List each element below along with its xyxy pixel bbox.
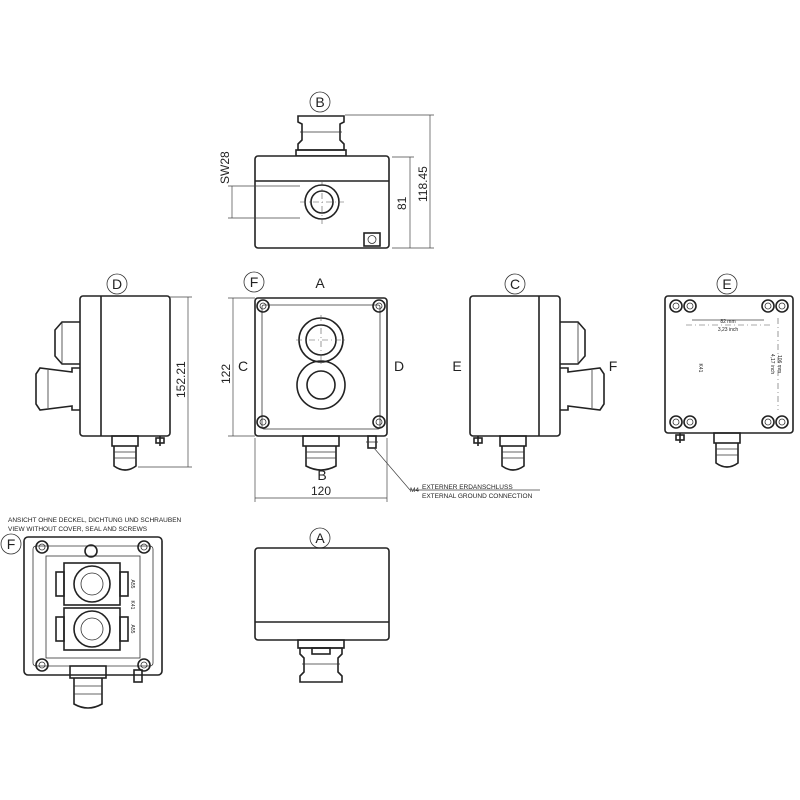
- interior-part-a: A55: [129, 580, 135, 589]
- view-label-side-c: C: [510, 276, 520, 292]
- interior-note-en: VIEW WITHOUT COVER, SEAL AND SCREWS: [8, 526, 148, 533]
- view-marker-circle: [309, 91, 331, 113]
- view-label-front-c: C: [238, 358, 248, 374]
- gland-nut-front: [302, 435, 340, 447]
- gland-body-front: [305, 446, 337, 471]
- interior-part-b: A55: [129, 625, 135, 634]
- mushroom-button-bottom: [299, 647, 343, 683]
- interior-view-f: ANSICHT OHNE DECKEL, DICHTUNG UND SCHRAU…: [0, 517, 182, 709]
- mushroom-button-top: [297, 115, 345, 151]
- pilot-light-side-c: [560, 321, 586, 365]
- view-label-side-e: E: [452, 358, 461, 374]
- interior-model-label: K41: [129, 601, 135, 610]
- corner-screw: [372, 299, 386, 313]
- side-view-c: C E F: [452, 273, 618, 471]
- front-view: F A C D B 122: [219, 271, 540, 502]
- cable-gland-inner: [310, 190, 334, 214]
- corner-screw: [372, 415, 386, 429]
- view-label-front-a: A: [315, 275, 325, 291]
- view-marker-circle: [243, 271, 265, 293]
- enclosure-interior: [23, 536, 163, 676]
- view-label-front-b: B: [317, 467, 326, 483]
- back-dim-inch-h: 3,23 inch: [718, 327, 739, 333]
- view-label-interior-f: F: [7, 536, 16, 552]
- ground-note-de: EXTERNER ERDANSCHLUSS: [422, 484, 513, 491]
- view-label-side-f: F: [609, 358, 618, 374]
- back-dim-mm-h: 82 mm: [720, 319, 735, 325]
- dim-118-45: 118.45: [416, 166, 430, 202]
- gland-body: [113, 446, 137, 471]
- dim-81: 81: [395, 196, 409, 210]
- view-label-top-b: B: [315, 94, 324, 110]
- ground-terminal: [363, 232, 381, 247]
- mushroom-button-side-c: [560, 367, 605, 411]
- ground-screw-label: M4: [410, 487, 419, 494]
- button-collar: [295, 149, 347, 157]
- pilot-light-side: [54, 321, 80, 365]
- view-label-back-e: E: [722, 276, 731, 292]
- gland-nut: [111, 435, 139, 447]
- view-label-bottom-a: A: [315, 530, 325, 546]
- enclosure-body-side-c: [469, 295, 561, 437]
- dim-122: 122: [219, 364, 233, 384]
- ground-leader-line: [373, 447, 540, 491]
- back-model-label: K41: [697, 364, 703, 373]
- dim-120: 120: [311, 484, 331, 498]
- enclosure-body-side-d: [79, 295, 171, 437]
- mushroom-button-side: [35, 367, 80, 411]
- view-marker-circle: [106, 273, 128, 295]
- side-view-d: D 152.21: [35, 273, 192, 471]
- top-view: B SW28 81 118.45: [218, 91, 434, 249]
- back-view-e: E 82 mm 3,23 inch 106 mm 4,17 inch K41: [664, 273, 794, 468]
- mushroom-button-front: [296, 360, 346, 410]
- dim-sw28: SW28: [218, 151, 232, 184]
- back-dim-mm-v: 106 mm: [776, 355, 782, 373]
- corner-screw: [256, 415, 270, 429]
- corner-screw: [256, 299, 270, 313]
- view-marker-circle: [716, 273, 738, 295]
- view-label-front-d: D: [394, 358, 404, 374]
- ground-note-en: EXTERNAL GROUND CONNECTION: [422, 493, 533, 500]
- view-label-front-f: F: [250, 274, 259, 290]
- interior-note-de: ANSICHT OHNE DECKEL, DICHTUNG UND SCHRAU…: [8, 517, 182, 524]
- view-marker-circle: [0, 533, 22, 555]
- view-label-side-d: D: [112, 276, 122, 292]
- view-marker-circle: [504, 273, 526, 295]
- dim-152-21: 152.21: [174, 361, 188, 398]
- enclosure-body-bottom: [254, 547, 390, 641]
- bottom-view-a: A: [254, 527, 390, 683]
- back-dim-inch-v: 4,17 inch: [769, 354, 775, 375]
